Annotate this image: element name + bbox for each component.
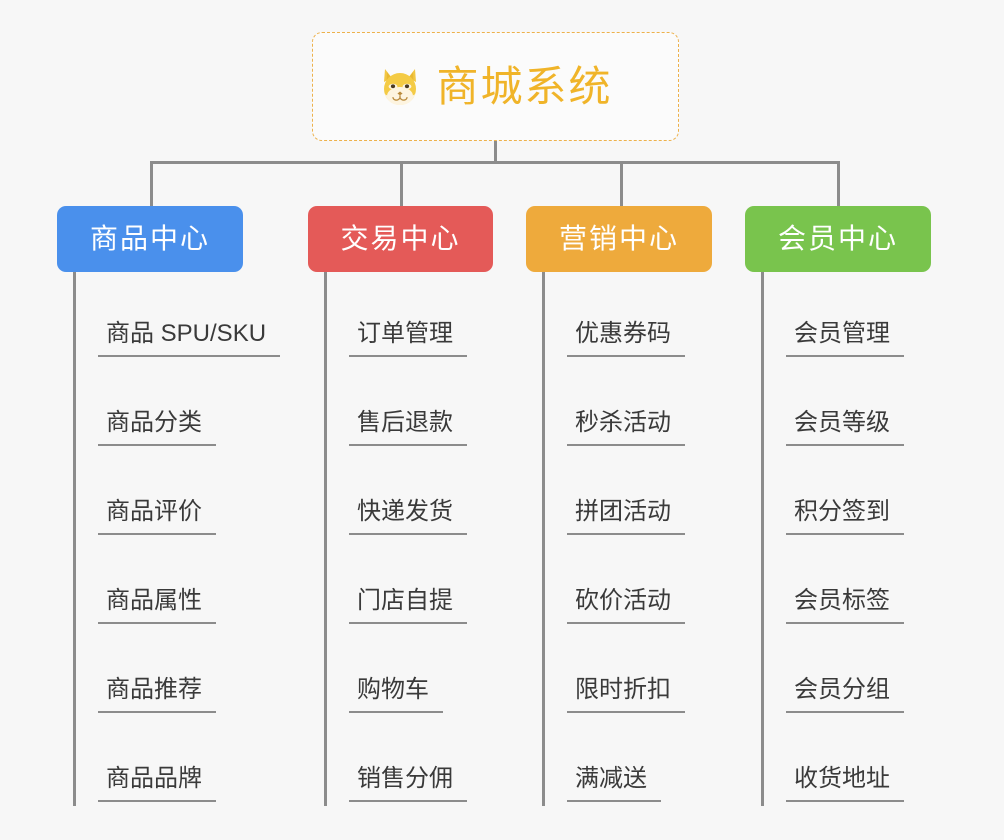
list-item[interactable]: 商品分类 — [76, 361, 280, 450]
leaf-label: 会员管理 — [786, 319, 904, 357]
list-item[interactable]: 商品属性 — [76, 539, 280, 628]
leaf-label: 满减送 — [567, 764, 661, 802]
list-item[interactable]: 商品品牌 — [76, 717, 280, 806]
root-node[interactable]: 商城系统 — [312, 32, 679, 141]
leaf-label: 会员等级 — [786, 408, 904, 446]
leaf-label: 商品 SPU/SKU — [98, 319, 281, 357]
leaf-label: 商品属性 — [98, 586, 216, 624]
list-item[interactable]: 满减送 — [545, 717, 712, 806]
category-label-2: 交易中心 — [340, 223, 461, 254]
leaf-label: 门店自提 — [349, 586, 467, 624]
category-header-3[interactable]: 营销中心 — [526, 206, 712, 272]
list-item[interactable]: 收货地址 — [764, 717, 931, 806]
leaf-label: 订单管理 — [349, 319, 467, 357]
connector-drop-4 — [837, 161, 840, 207]
connector-horizontal-bus — [150, 161, 840, 164]
list-item[interactable]: 砍价活动 — [545, 539, 712, 628]
category-header-4[interactable]: 会员中心 — [745, 206, 931, 272]
leaf-label: 收货地址 — [786, 764, 904, 802]
shiba-dog-face-icon — [378, 65, 422, 109]
leaf-label: 销售分佣 — [349, 764, 467, 802]
leaf-list-2: 订单管理 售后退款 快递发货 门店自提 购物车 销售分佣 — [324, 272, 493, 806]
branch-column-3: 营销中心 优惠券码 秒杀活动 拼团活动 砍价活动 限时折扣 满减送 — [526, 206, 712, 806]
list-item[interactable]: 商品 SPU/SKU — [76, 272, 281, 361]
leaf-label: 商品品牌 — [98, 764, 216, 802]
connector-drop-2 — [400, 161, 403, 207]
list-item[interactable]: 限时折扣 — [545, 628, 712, 717]
list-item[interactable]: 销售分佣 — [327, 717, 493, 806]
leaf-label: 快递发货 — [349, 497, 467, 535]
leaf-label: 商品分类 — [98, 408, 216, 446]
leaf-label: 会员标签 — [786, 586, 904, 624]
list-item[interactable]: 商品评价 — [76, 450, 280, 539]
connector-drop-3 — [620, 161, 623, 207]
list-item[interactable]: 会员分组 — [764, 628, 931, 717]
list-item[interactable]: 商品推荐 — [76, 628, 280, 717]
leaf-list-3: 优惠券码 秒杀活动 拼团活动 砍价活动 限时折扣 满减送 — [542, 272, 712, 806]
list-item[interactable]: 优惠券码 — [545, 272, 712, 361]
leaf-label: 限时折扣 — [567, 675, 685, 713]
list-item[interactable]: 积分签到 — [764, 450, 931, 539]
leaf-label: 秒杀活动 — [567, 408, 685, 446]
leaf-label: 优惠券码 — [567, 319, 685, 357]
leaf-label: 砍价活动 — [567, 586, 685, 624]
category-label-1: 商品中心 — [89, 223, 210, 254]
leaf-label: 积分签到 — [786, 497, 904, 535]
leaf-label: 售后退款 — [349, 408, 467, 446]
leaf-label: 购物车 — [349, 675, 443, 713]
leaf-label: 拼团活动 — [567, 497, 685, 535]
list-item[interactable]: 会员管理 — [764, 272, 931, 361]
list-item[interactable]: 拼团活动 — [545, 450, 712, 539]
list-item[interactable]: 秒杀活动 — [545, 361, 712, 450]
list-item[interactable]: 售后退款 — [327, 361, 493, 450]
list-item[interactable]: 快递发货 — [327, 450, 493, 539]
leaf-label: 商品评价 — [98, 497, 216, 535]
category-header-1[interactable]: 商品中心 — [57, 206, 243, 272]
list-item[interactable]: 订单管理 — [327, 272, 493, 361]
category-label-4: 会员中心 — [777, 223, 898, 254]
list-item[interactable]: 会员等级 — [764, 361, 931, 450]
branch-column-2: 交易中心 订单管理 售后退款 快递发货 门店自提 购物车 销售分佣 — [308, 206, 493, 806]
connector-drop-1 — [150, 161, 153, 207]
branch-column-4: 会员中心 会员管理 会员等级 积分签到 会员标签 会员分组 收货地址 — [745, 206, 931, 806]
branch-column-1: 商品中心 商品 SPU/SKU 商品分类 商品评价 商品属性 商品推荐 商品品牌 — [57, 206, 281, 806]
category-label-3: 营销中心 — [558, 223, 679, 254]
leaf-label: 商品推荐 — [98, 675, 216, 713]
root-title: 商城系统 — [436, 62, 613, 110]
leaf-list-1: 商品 SPU/SKU 商品分类 商品评价 商品属性 商品推荐 商品品牌 — [73, 272, 281, 806]
list-item[interactable]: 会员标签 — [764, 539, 931, 628]
list-item[interactable]: 门店自提 — [327, 539, 493, 628]
list-item[interactable]: 购物车 — [327, 628, 493, 717]
category-header-2[interactable]: 交易中心 — [308, 206, 493, 272]
connector-root-stem — [494, 141, 497, 164]
leaf-label: 会员分组 — [786, 675, 904, 713]
leaf-list-4: 会员管理 会员等级 积分签到 会员标签 会员分组 收货地址 — [761, 272, 931, 806]
